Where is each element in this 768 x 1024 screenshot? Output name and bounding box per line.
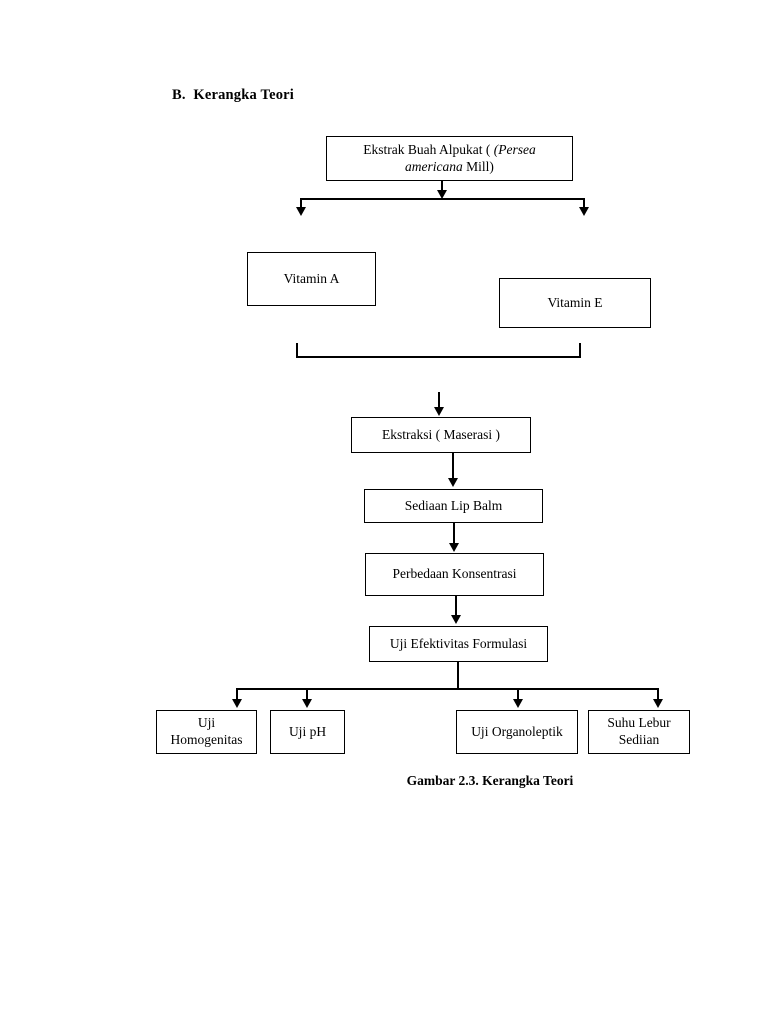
- edge-merge-to-ekstraksi-line: [438, 392, 440, 409]
- edge-fanout-homogenitas-line: [236, 688, 238, 701]
- node-ekstrak-label-part2: Mill): [462, 158, 494, 174]
- node-uji-organoleptik: Uji Organoleptik: [456, 710, 578, 754]
- node-ekstraksi-maserasi: Ekstraksi ( Maserasi ): [351, 417, 531, 453]
- merge-bracket-bar: [296, 356, 581, 358]
- edge-sediaan-to-perbedaan-arrowhead: [449, 543, 459, 552]
- edge-split-left-arrowhead: [296, 207, 306, 216]
- node-suhu-lebur-sediian-label: Suhu Lebur Sediian: [607, 715, 671, 747]
- edge-split-right-arrowhead: [579, 207, 589, 216]
- edge-split-right-line: [583, 198, 585, 210]
- node-vitamin-a: Vitamin A: [247, 252, 376, 306]
- node-perbedaan-konsentrasi-label: Perbedaan Konsentrasi: [392, 566, 517, 582]
- edge-ekstrak-to-splitbar-arrowhead: [437, 190, 447, 199]
- node-sediaan-lip-balm-label: Sediaan Lip Balm: [404, 497, 503, 513]
- node-uji-ph: Uji pH: [270, 710, 345, 754]
- edge-ekstrak-to-splitbar-line: [441, 181, 443, 193]
- node-uji-homogenitas-label: Uji Homogenitas: [170, 715, 243, 747]
- edge-split-left-line: [300, 198, 302, 210]
- node-ekstrak-label-italic1: (Persea: [493, 141, 536, 157]
- node-suhu-lebur-sediian: Suhu Lebur Sediian: [588, 710, 690, 754]
- edge-ekstraksi-to-sediaan-line: [452, 453, 454, 480]
- split-bar-vitamins: [300, 198, 584, 200]
- edge-merge-to-ekstraksi-arrowhead: [434, 407, 444, 416]
- node-uji-ph-label: Uji pH: [288, 723, 327, 739]
- edge-fanout-organoleptik-arrowhead: [513, 699, 523, 708]
- node-uji-efektivitas-formulasi: Uji Efektivitas Formulasi: [369, 626, 548, 662]
- node-uji-organoleptik-label: Uji Organoleptik: [471, 723, 563, 739]
- edge-perbedaan-to-uji-efektivitas-line: [455, 596, 457, 617]
- edge-fanout-ph-arrowhead: [302, 699, 312, 708]
- figure-caption: Gambar 2.3. Kerangka Teori: [406, 773, 574, 788]
- node-ekstrak-label-italic2: americana: [405, 158, 463, 174]
- fanout-bar: [236, 688, 659, 690]
- fanout-stem: [457, 662, 459, 689]
- node-ekstrak-label-part1: Ekstrak Buah Alpukat (: [363, 141, 494, 157]
- node-perbedaan-konsentrasi: Perbedaan Konsentrasi: [365, 553, 544, 596]
- edge-fanout-organoleptik-line: [517, 688, 519, 701]
- edge-sediaan-to-perbedaan-line: [453, 523, 455, 545]
- node-ekstraksi-label: Ekstraksi ( Maserasi ): [381, 426, 501, 442]
- merge-bracket-left-stem: [296, 343, 298, 357]
- node-vitamin-e: Vitamin E: [499, 278, 651, 328]
- edge-fanout-suhu-lebur-arrowhead: [653, 699, 663, 708]
- merge-bracket-right-stem: [579, 343, 581, 357]
- node-vitamin-e-label: Vitamin E: [547, 294, 603, 310]
- node-sediaan-lip-balm: Sediaan Lip Balm: [364, 489, 543, 523]
- edge-fanout-homogenitas-arrowhead: [232, 699, 242, 708]
- edge-fanout-ph-line: [306, 688, 308, 701]
- edge-perbedaan-to-uji-efektivitas-arrowhead: [451, 615, 461, 624]
- node-uji-efektivitas-label: Uji Efektivitas Formulasi: [389, 635, 528, 651]
- edge-fanout-suhu-lebur-line: [657, 688, 659, 701]
- edge-ekstraksi-to-sediaan-arrowhead: [448, 478, 458, 487]
- section-heading: B. Kerangka Teori: [172, 87, 295, 103]
- node-vitamin-a-label: Vitamin A: [283, 270, 340, 286]
- node-uji-homogenitas: Uji Homogenitas: [156, 710, 257, 754]
